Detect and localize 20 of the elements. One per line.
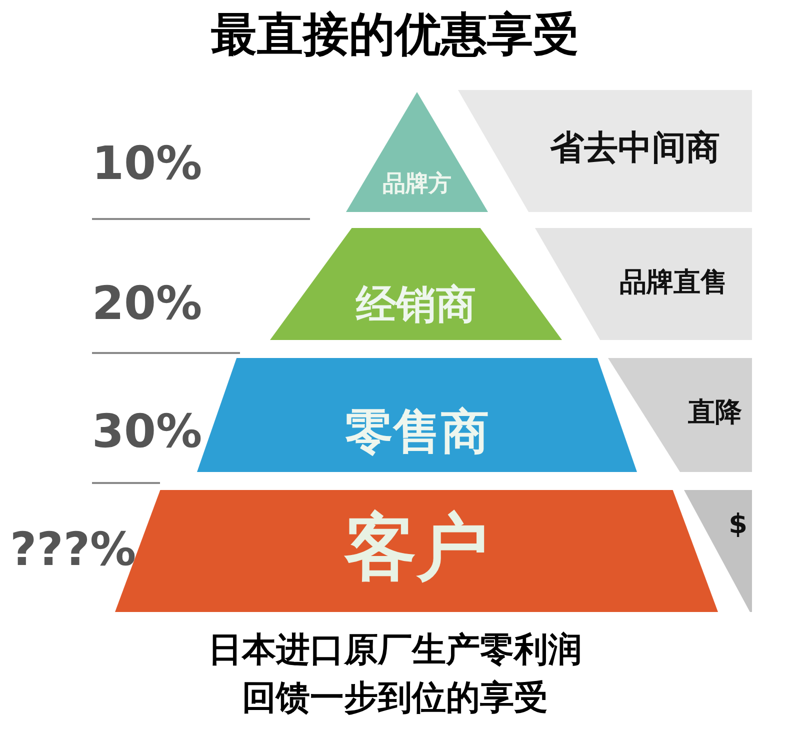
pyramid-layer	[270, 228, 562, 340]
caption: 日本进口原厂生产零利润回馈一步到位的享受	[207, 629, 583, 720]
layer-label: 零售商	[344, 406, 490, 459]
layer-label: 品牌直售	[618, 268, 728, 298]
banner	[458, 90, 752, 212]
layer-label: 品牌方	[382, 172, 452, 198]
layer-label: 省去中间商	[549, 130, 721, 168]
percentage-label: 10%	[92, 138, 202, 189]
layer-label: $	[728, 510, 748, 540]
percentage-label: 20%	[92, 278, 202, 329]
title: 最直接的优惠享受	[210, 6, 580, 63]
banner	[608, 358, 752, 472]
layer-label: 经销商	[354, 283, 477, 327]
percentage-label: ???%	[10, 524, 136, 575]
layer-label: 直降	[687, 398, 743, 428]
percentage-label: 30%	[92, 406, 202, 457]
layer-label: 客户	[343, 508, 490, 588]
banner	[684, 490, 752, 612]
banner	[535, 228, 752, 340]
pyramid-layer	[346, 92, 488, 212]
